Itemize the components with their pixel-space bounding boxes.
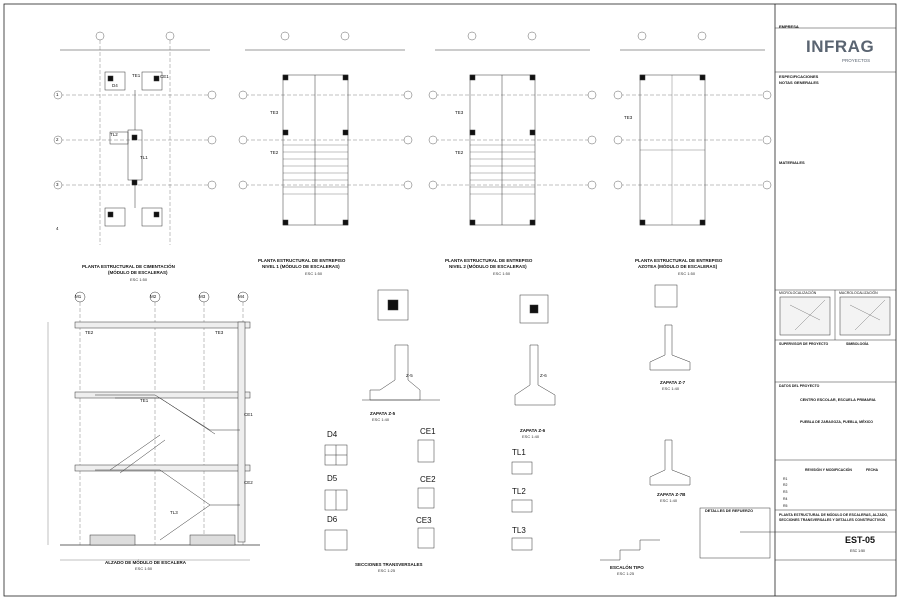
logo-brand: INFRAG	[806, 37, 875, 56]
grid-row-2: 2	[56, 137, 59, 142]
logo-mark	[805, 38, 865, 60]
sidebar-especificaciones: ESPECIFICACIONES	[779, 74, 819, 79]
label-te3-plan4: TE3	[624, 115, 633, 120]
sidebar-rev-r1: R1	[783, 477, 788, 481]
grid-row-1: 1	[56, 92, 59, 97]
section-label-ce2: CE2	[420, 475, 436, 484]
label-te3-elev: TE3	[215, 330, 224, 335]
zapata-z7-title: ZAPATA Z-7	[660, 380, 686, 385]
zapata-z6-scale: ESC 1:40	[522, 434, 540, 439]
plan-nivel-1	[245, 49, 405, 226]
grid-col-m1: M1	[75, 294, 82, 299]
sidebar-proyecto: CENTRO ESCOLAR, ESCUELA PRIMARIA	[800, 398, 876, 402]
section-label-ce3: CE3	[416, 516, 432, 525]
zapata-z6-title: ZAPATA Z-6	[520, 428, 546, 433]
label-te2-plan3: TE2	[455, 150, 464, 155]
plan-cimentacion	[60, 40, 210, 245]
elevation-scale: ESC 1:50	[135, 566, 153, 571]
label-ce1-plan1: CE1	[160, 74, 169, 79]
label-tl1-plan1: TL1	[140, 155, 148, 160]
label-tl2-plan1: TL2	[110, 132, 118, 137]
sidebar-simbologia: SIMBOLOGÍA	[846, 342, 869, 346]
plan-1-scale: ESC 1:50	[130, 277, 148, 282]
sections-drawing	[324, 439, 533, 551]
label-ce2-elev: CE2	[244, 480, 253, 485]
grid-col-m3: M3	[199, 294, 206, 299]
zapata-z7-scale: ESC 1:40	[662, 386, 680, 391]
zapata-z5-scale: ESC 1:40	[372, 417, 390, 422]
zapata-details	[362, 284, 771, 561]
grid-bubbles	[53, 31, 772, 190]
logo-tagline: PROYECTOS	[842, 58, 871, 63]
sidebar-rev-r2: R2	[783, 483, 788, 487]
sidebar-plano-desc: PLANTA ESTRUCTURAL DE MÓDULO DE ESCALERA…	[779, 513, 889, 522]
section-label-ce1: CE1	[420, 427, 436, 436]
sidebar-clave: EST-05	[845, 535, 876, 545]
plan-2-scale: ESC 1:50	[305, 271, 323, 276]
sections-title: SECCIONES TRANSVERSALES	[355, 562, 423, 567]
plan-1-title-line1: PLANTA ESTRUCTURAL DE CIMENTACIÓN	[82, 264, 175, 269]
label-z5: Z-5	[406, 373, 413, 378]
details-refuerzo-title: DETALLES DE REFUERZO	[705, 509, 754, 513]
elevation-drawing	[47, 291, 260, 561]
section-label-tl1: TL1	[512, 448, 526, 457]
section-label-tl2: TL2	[512, 487, 526, 496]
sidebar-ubicacion: PUEBLA DE ZARAGOZA, PUEBLA, MÉXICO	[800, 420, 873, 424]
plan-2-title-line1: PLANTA ESTRUCTURAL DE ENTREPISO	[258, 258, 346, 263]
elevation-title: ALZADO DE MÓDULO DE ESCALERA	[105, 560, 186, 565]
grid-col-m4: M4	[238, 294, 245, 299]
sidebar-supervisor: SUPERVISOR DE PROYECTO	[779, 342, 829, 346]
sheet-border	[3, 3, 897, 597]
plan-1-title-line2: (MÓDULO DE ESCALERAS)	[108, 270, 168, 275]
zapata-z7b-scale: ESC 1:40	[660, 498, 678, 503]
sidebar-micro: MICROLOCALIZACIÓN	[779, 291, 817, 295]
sidebar-rev-r5: R5	[783, 504, 788, 508]
label-te3-plan2: TE3	[270, 110, 279, 115]
label-te2-plan2: TE2	[270, 150, 279, 155]
label-ce1-elev: CE1	[244, 412, 253, 417]
grid-col-m2: M2	[150, 294, 157, 299]
sidebar-rev-r4: R4	[783, 497, 788, 501]
label-te1-plan1: TE1	[132, 73, 141, 78]
section-label-d4: D4	[327, 430, 338, 439]
label-z6: Z-6	[540, 373, 547, 378]
sidebar-fecha: FECHA	[866, 468, 879, 472]
label-te1-elev: TE1	[140, 398, 149, 403]
sidebar-empresa: EMPRESA	[779, 24, 799, 29]
plan-4-title-line1: PLANTA ESTRUCTURAL DE ENTREPISO	[635, 258, 723, 263]
sidebar-escala: ESC 1:50	[850, 549, 865, 553]
sidebar-rev-r3: R3	[783, 490, 788, 494]
sidebar-revision: REVISIÓN Y MODIFICACIÓN	[805, 468, 852, 472]
label-te3-plan3: TE3	[455, 110, 464, 115]
plan-2-title-line2: NIVEL 1 (MÓDULO DE ESCALERAS)	[262, 264, 340, 269]
plan-4-scale: ESC 1:50	[678, 271, 696, 276]
sidebar-blocks	[740, 27, 896, 561]
section-label-d5: D5	[327, 474, 338, 483]
escalon-title: ESCALÓN TIPO	[610, 565, 644, 570]
plan-azotea	[620, 49, 765, 226]
sections-scale: ESC 1:25	[378, 568, 396, 573]
escalon-scale: ESC 1:25	[617, 571, 635, 576]
sidebar-notas: NOTAS GENERALES	[779, 80, 819, 85]
plan-3-scale: ESC 1:50	[493, 271, 511, 276]
sidebar-macro: MACROLOCALIZACIÓN	[839, 291, 878, 295]
zapata-z7b-title: ZAPATA Z-7B	[657, 492, 686, 497]
label-d4-plan1: D4	[112, 83, 118, 88]
label-te2-elev: TE2	[85, 330, 94, 335]
sidebar-datos: DATOS DEL PROYECTO	[779, 384, 820, 388]
section-label-d6: D6	[327, 515, 338, 524]
plan-nivel-2	[435, 49, 590, 226]
plan-4-title-line2: AZOTEA (MÓDULO DE ESCALERAS)	[638, 264, 718, 269]
grid-row-4: 4	[56, 226, 59, 231]
section-label-tl3: TL3	[512, 526, 526, 535]
plan-3-title-line2: NIVEL 2 (MÓDULO DE ESCALERAS)	[449, 264, 527, 269]
plan-3-title-line1: PLANTA ESTRUCTURAL DE ENTREPISO	[445, 258, 533, 263]
label-tl3-elev: TL3	[170, 510, 178, 515]
zapata-z5-title: ZAPATA Z-5	[370, 411, 396, 416]
sidebar-materiales: MATERIALES	[779, 160, 805, 165]
grid-row-3: 3	[56, 182, 59, 187]
